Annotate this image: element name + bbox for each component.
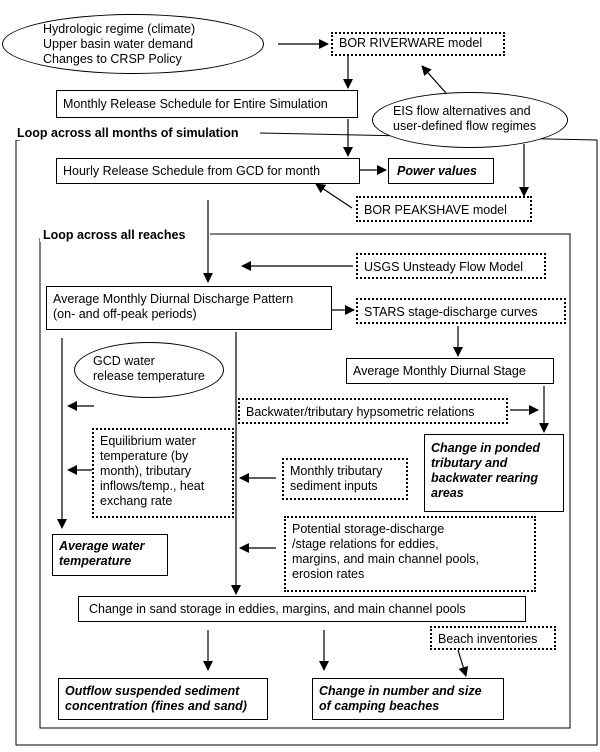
- reaches-loop-frame: [39, 233, 571, 729]
- usgs-box: USGS Unsteady Flow Model: [356, 253, 546, 279]
- riverware-label: BOR RIVERWARE model: [339, 36, 483, 50]
- beach-inventories-box: Beach inventories: [430, 626, 556, 650]
- peakshave-box: BOR PEAKSHAVE model: [356, 196, 532, 222]
- backwater-hyps-label: Backwater/tributary hypsometric relation…: [246, 405, 475, 419]
- ponded-box: Change in ponded tributary and backwater…: [424, 434, 564, 512]
- hourly-release-label: Hourly Release Schedule from GCD for mon…: [63, 164, 321, 178]
- equilibrium-line2: temperature (by: [100, 449, 189, 463]
- arrow-beach-camping: [457, 649, 469, 677]
- stars-label: STARS stage-discharge curves: [364, 305, 538, 319]
- diurnal-stage-label: Average Monthly Diurnal Stage: [353, 364, 526, 378]
- eis-line2: user-defined flow regimes: [393, 119, 537, 133]
- riverware-box: BOR RIVERWARE model: [331, 32, 505, 56]
- climate-line1: Hydrologic regime (climate): [43, 22, 196, 36]
- gcd-temp-line1: GCD water: [93, 354, 155, 368]
- avg-temp-line1: Average water: [59, 539, 145, 553]
- reaches-loop-label: Loop across all reaches: [40, 228, 189, 242]
- outflow-line2: concentration (fines and sand): [65, 699, 247, 713]
- storage-line3: margins, and main channel pools,: [292, 552, 479, 566]
- ponded-line4: areas: [431, 486, 464, 500]
- equilibrium-line5: exchang rate: [100, 494, 173, 508]
- usgs-label: USGS Unsteady Flow Model: [364, 260, 524, 274]
- camping-box: Change in number and size of camping bea…: [312, 678, 504, 720]
- backwater-hyps-box: Backwater/tributary hypsometric relation…: [238, 398, 508, 424]
- avg-temp-line2: temperature: [59, 554, 132, 568]
- storage-line4: erosion rates: [292, 567, 365, 581]
- stars-box: STARS stage-discharge curves: [356, 298, 566, 324]
- equilibrium-box: Equilibrium water temperature (by month)…: [92, 428, 234, 518]
- trib-sediment-box: Monthly tributary sediment inputs: [282, 458, 408, 500]
- gcd-temp-line2: release temperature: [93, 369, 205, 383]
- eis-line1: EIS flow alternatives and: [393, 104, 531, 118]
- monthly-release-box: Monthly Release Schedule for Entire Simu…: [56, 90, 358, 118]
- equilibrium-line1: Equilibrium water: [100, 434, 196, 448]
- sand-storage-label: Change in sand storage in eddies, margin…: [89, 602, 466, 616]
- outflow-box: Outflow suspended sediment concentration…: [58, 678, 268, 720]
- hourly-release-box: Hourly Release Schedule from GCD for mon…: [56, 158, 360, 184]
- diurnal-line2: (on- and off-peak periods): [53, 307, 197, 321]
- storage-line1: Potential storage-discharge: [292, 522, 445, 536]
- ponded-line1: Change in ponded: [431, 441, 541, 455]
- power-values-label: Power values: [397, 164, 477, 178]
- arrow-peakshave-hourly: [315, 183, 353, 209]
- beach-inventories-label: Beach inventories: [438, 632, 538, 646]
- outflow-line1: Outflow suspended sediment: [65, 684, 240, 698]
- monthly-release-label: Monthly Release Schedule for Entire Simu…: [63, 97, 328, 111]
- eis-oval: EIS flow alternatives and user-defined f…: [372, 92, 568, 148]
- peakshave-label: BOR PEAKSHAVE model: [364, 203, 507, 217]
- equilibrium-line4: inflows/temp., heat: [100, 479, 205, 493]
- storage-discharge-box: Potential storage-discharge /stage relat…: [284, 516, 536, 592]
- ponded-line3: backwater rearing: [431, 471, 538, 485]
- camping-line2: of camping beaches: [319, 699, 440, 713]
- avg-temp-box: Average water temperature: [52, 534, 168, 576]
- diurnal-stage-box: Average Monthly Diurnal Stage: [346, 358, 554, 384]
- climate-oval: Hydrologic regime (climate) Upper basin …: [2, 14, 264, 74]
- diurnal-line1: Average Monthly Diurnal Discharge Patter…: [53, 292, 294, 306]
- climate-line3: Changes to CRSP Policy: [43, 52, 182, 66]
- power-values-box: Power values: [388, 158, 494, 184]
- trib-sediment-line1: Monthly tributary: [290, 464, 383, 478]
- camping-line1: Change in number and size: [319, 684, 482, 698]
- diurnal-pattern-box: Average Monthly Diurnal Discharge Patter…: [46, 286, 332, 330]
- ponded-line2: tributary and: [431, 456, 508, 470]
- climate-line2: Upper basin water demand: [43, 37, 194, 51]
- sand-storage-box: Change in sand storage in eddies, margin…: [78, 596, 526, 622]
- equilibrium-line3: month), tributary: [100, 464, 192, 478]
- trib-sediment-line2: sediment inputs: [290, 479, 378, 493]
- months-loop-label: Loop across all months of simulation: [14, 126, 242, 140]
- gcd-temp-oval: GCD water release temperature: [74, 342, 224, 398]
- arrow-eis-riverware: [421, 65, 447, 94]
- storage-line2: /stage relations for eddies,: [292, 537, 439, 551]
